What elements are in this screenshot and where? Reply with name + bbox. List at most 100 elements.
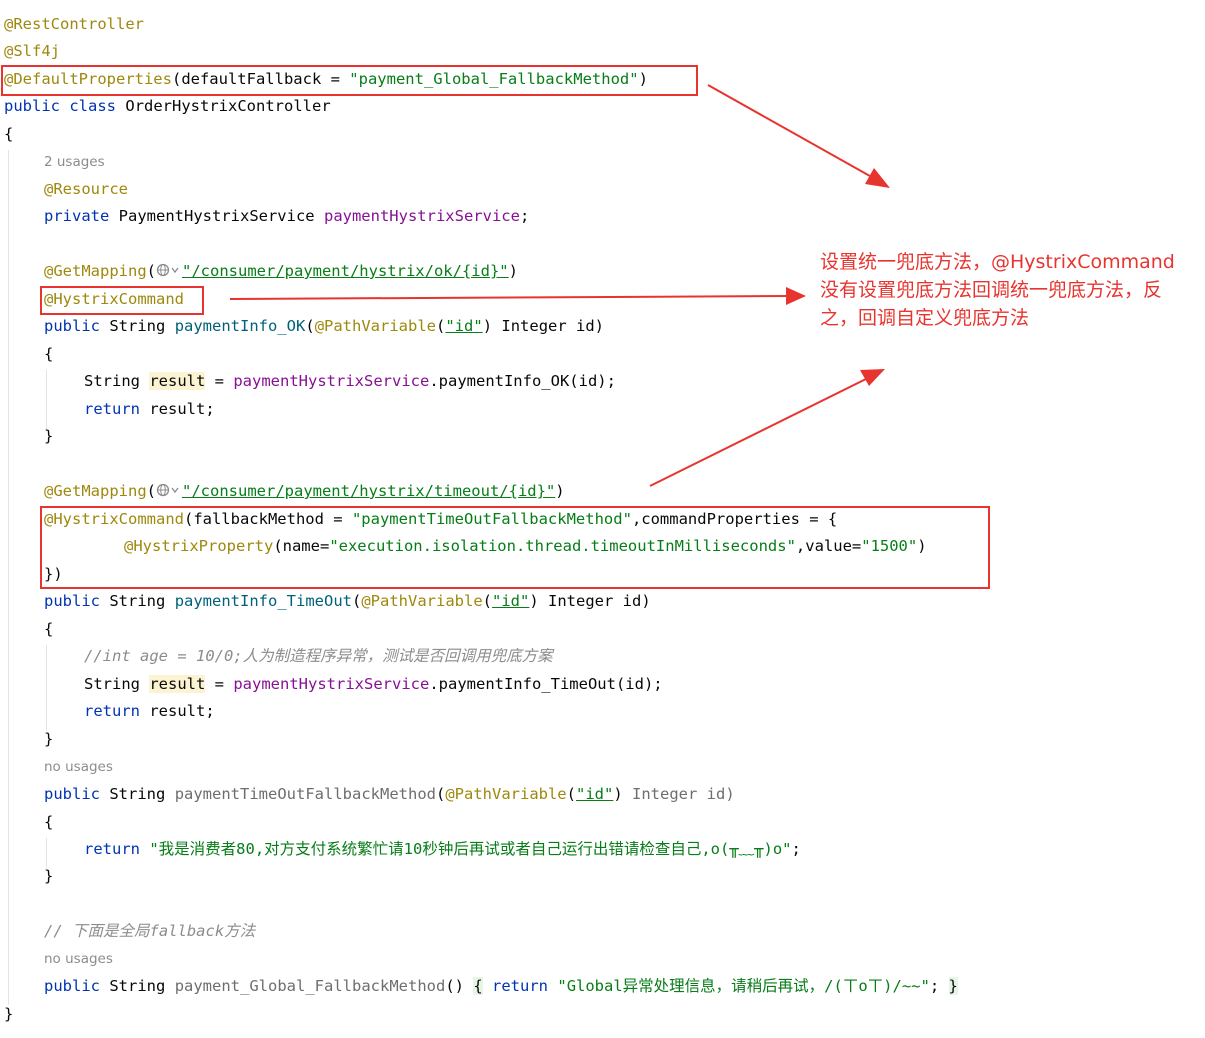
field-name: paymentHystrixService	[323, 207, 520, 225]
arrow	[649, 369, 885, 487]
variable-name: result	[149, 675, 206, 693]
code-text: )	[917, 537, 927, 555]
brace: {	[44, 620, 54, 638]
brace: }	[44, 730, 54, 748]
code-line[interactable]: @GetMapping("/consumer/payment/hystrix/o…	[44, 258, 518, 285]
annotation: @RestController	[4, 15, 144, 33]
method-name: payment_Global_FallbackMethod	[174, 977, 446, 995]
method-name: paymentInfo_TimeOut	[174, 592, 352, 610]
code-text: ,value=	[795, 537, 862, 555]
keyword: return	[492, 977, 549, 995]
url-string[interactable]: "/consumer/payment/hystrix/ok/{id}"	[182, 262, 509, 280]
annotation-note: 设置统一兜底方法，@HystrixCommand 没有设置兜底方法回调统一兜底方…	[820, 248, 1200, 332]
code-text: ;	[519, 207, 530, 225]
usage-hint[interactable]: 2 usages	[44, 149, 105, 176]
string-literal: "我是消费者80,对方支付系统繁忙请10秒钟后再试或者自己运行出错请检查自己,o…	[149, 840, 792, 858]
code-text: ;	[929, 977, 949, 995]
string-literal: "id"	[576, 785, 614, 803]
code-text: =	[205, 372, 234, 390]
code-line[interactable]: @GetMapping("/consumer/payment/hystrix/t…	[44, 478, 565, 505]
keyword: public	[4, 97, 60, 115]
folded-brace[interactable]: }	[948, 977, 958, 995]
code-text: Integer id)	[538, 592, 651, 610]
field-name: paymentHystrixService	[233, 675, 430, 693]
keyword: public	[44, 317, 100, 335]
code-line[interactable]: String result = paymentHystrixService.pa…	[84, 671, 663, 698]
code-line[interactable]: @DefaultProperties(defaultFallback = "pa…	[4, 66, 648, 93]
code-line[interactable]: }	[44, 423, 53, 450]
code-line[interactable]: //int age = 10/0;人为制造程序异常，测试是否回调用兜底方案	[84, 643, 553, 670]
code-line[interactable]: @Slf4j	[4, 38, 60, 65]
code-text: )	[482, 317, 493, 335]
type-name: String	[109, 317, 166, 335]
method-name: paymentInfo_OK	[174, 317, 306, 335]
comment: // 下面是全局fallback方法	[44, 922, 256, 940]
code-text: ()	[445, 977, 464, 995]
code-line[interactable]: {	[44, 341, 53, 368]
code-text: .	[429, 372, 439, 390]
code-line[interactable]: return result;	[84, 698, 215, 725]
note-line: 设置统一兜底方法，@HystrixCommand	[820, 251, 1175, 273]
annotation: @HystrixProperty	[124, 537, 274, 555]
code-line[interactable]: return "我是消费者80,对方支付系统繁忙请10秒钟后再试或者自己运行出错…	[84, 836, 801, 863]
code-text: (	[482, 592, 493, 610]
usage-text: 2 usages	[44, 154, 105, 170]
code-text: )	[613, 785, 623, 803]
string-literal: "payment_Global_FallbackMethod"	[349, 70, 639, 88]
code-text: result;	[140, 702, 215, 720]
code-line[interactable]: {	[44, 616, 53, 643]
brace: {	[44, 345, 54, 363]
note-line: 没有设置兜底方法回调统一兜底方法，反	[820, 279, 1163, 301]
globe-icon[interactable]	[156, 263, 182, 277]
code-line[interactable]: @RestController	[4, 11, 144, 38]
globe-icon[interactable]	[156, 483, 182, 497]
code-line[interactable]: })	[44, 561, 63, 588]
keyword: class	[69, 97, 117, 115]
url-string[interactable]: "/consumer/payment/hystrix/timeout/{id}"	[182, 482, 556, 500]
annotation: @Slf4j	[4, 42, 60, 60]
indent-guide	[8, 150, 9, 1005]
code-line[interactable]: }	[44, 726, 53, 753]
arrow	[707, 84, 890, 188]
usage-hint[interactable]: no usages	[44, 946, 113, 973]
class-name: OrderHystrixController	[125, 97, 331, 115]
arrow	[229, 287, 806, 305]
code-line[interactable]: String result = paymentHystrixService.pa…	[84, 368, 616, 395]
code-line[interactable]: public String paymentInfo_OK(@PathVariab…	[44, 313, 604, 340]
code-line[interactable]: private PaymentHystrixService paymentHys…	[44, 203, 529, 230]
brace: {	[44, 813, 54, 831]
code-line[interactable]: public String paymentTimeOutFallbackMeth…	[44, 781, 735, 808]
code-text: .	[429, 675, 439, 693]
code-line[interactable]: @Resource	[44, 176, 128, 203]
type-name: String	[109, 977, 166, 995]
keyword: public	[44, 977, 100, 995]
code-line[interactable]: public String paymentInfo_TimeOut(@PathV…	[44, 588, 651, 615]
code-line[interactable]: {	[44, 809, 53, 836]
code-text: ,commandProperties = {	[631, 510, 838, 528]
code-line[interactable]: public String payment_Global_FallbackMet…	[44, 973, 958, 1000]
code-line[interactable]: }	[4, 1001, 13, 1028]
string-literal: "id"	[492, 592, 530, 610]
code-line[interactable]: @HystrixCommand	[44, 286, 184, 313]
indent-guide	[46, 645, 47, 730]
code-line[interactable]: }	[44, 863, 53, 890]
code-line[interactable]: @HystrixProperty(name="execution.isolati…	[124, 533, 927, 560]
code-line[interactable]: public class OrderHystrixController	[4, 93, 331, 120]
code-text: )	[529, 592, 539, 610]
annotation: @HystrixCommand	[44, 290, 184, 308]
string-literal: "Global异常处理信息，请稍后再试，/(ㄒoㄒ)/~~"	[557, 977, 930, 995]
folded-brace[interactable]: {	[473, 977, 483, 995]
code-text: )	[638, 70, 648, 88]
usage-hint[interactable]: no usages	[44, 754, 113, 781]
code-line[interactable]: @HystrixCommand(fallbackMethod = "paymen…	[44, 506, 837, 533]
keyword: return	[84, 702, 140, 720]
code-text: result;	[140, 400, 215, 418]
code-line[interactable]: {	[4, 121, 13, 148]
code-text: (	[146, 262, 156, 280]
code-line[interactable]: return result;	[84, 396, 215, 423]
code-text: ;	[791, 840, 801, 858]
code-line[interactable]: // 下面是全局fallback方法	[44, 918, 255, 945]
annotation: @PathVariable	[314, 317, 437, 335]
